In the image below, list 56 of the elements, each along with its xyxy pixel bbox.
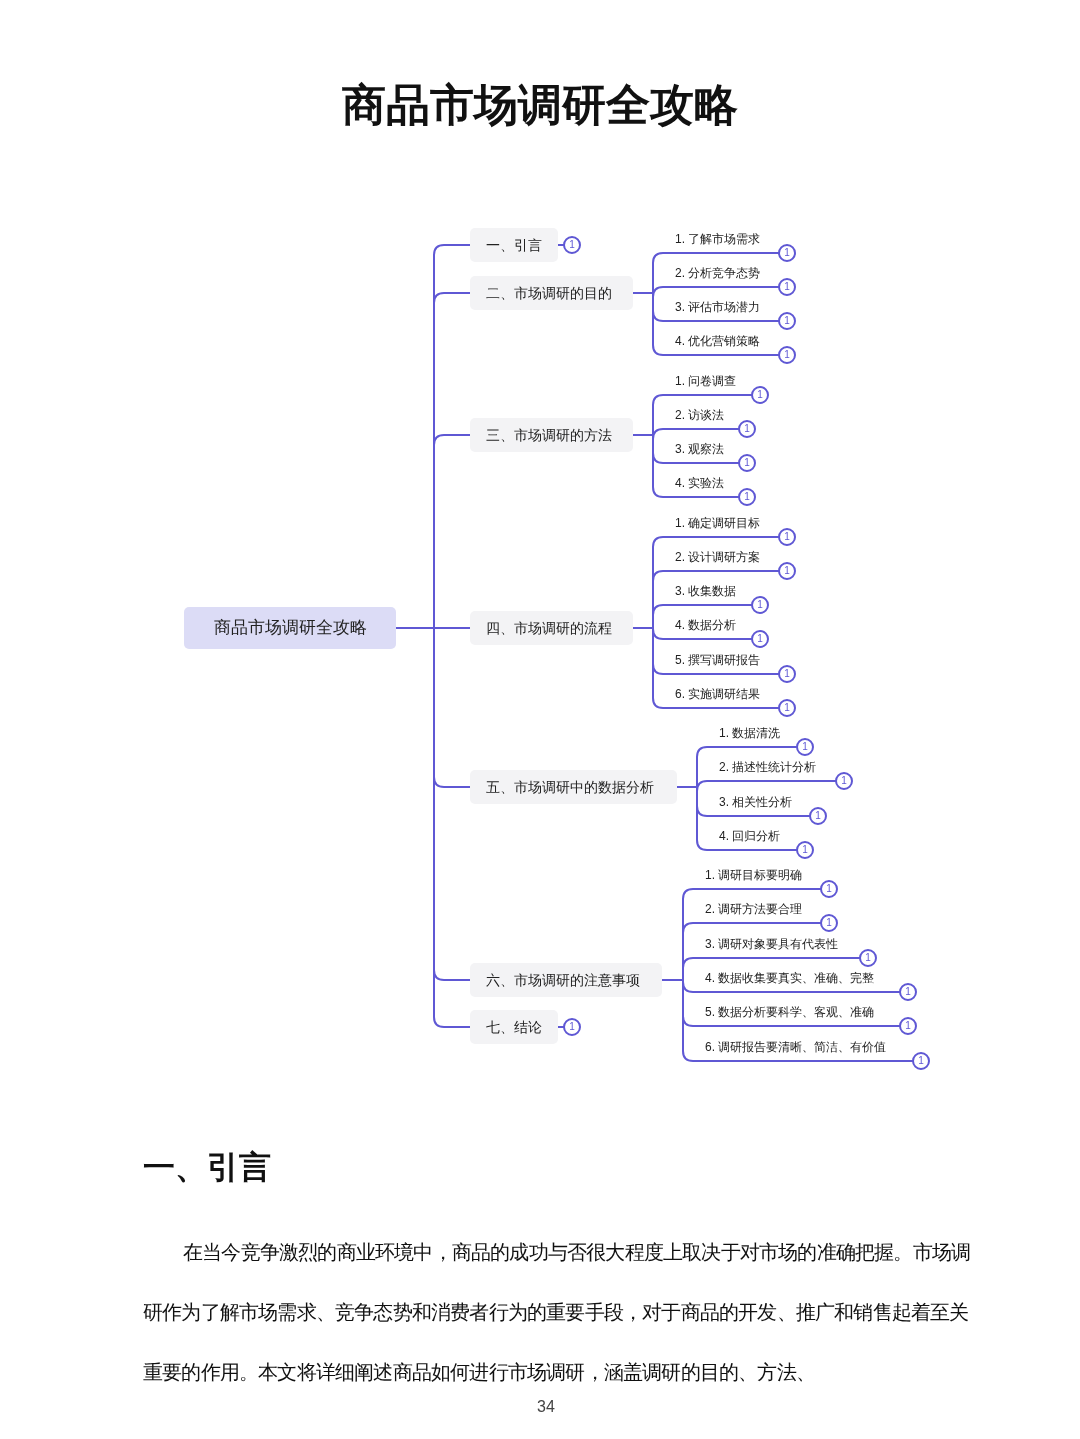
page-number: 34 [536,1398,556,1416]
topic-box: 一、引言 [470,228,558,262]
count-badge: 1 [777,243,797,263]
subtopic-item: 2. 调研方法要合理 [693,899,821,924]
subtopic-item: 2. 分析竞争态势 [663,263,779,288]
count-badge: 1 [898,982,918,1002]
subtopic-item: 3. 相关性分析 [707,792,810,817]
count-badge: 1 [858,948,878,968]
connector-line [632,434,664,498]
topic-box: 三、市场调研的方法 [470,418,633,452]
count-badge: 1 [911,1051,931,1071]
connector-line [632,292,664,356]
count-badge: 1 [834,771,854,791]
subtopic-item: 6. 实施调研结果 [663,684,779,709]
topic-box: 四、市场调研的流程 [470,611,633,645]
count-badge: 1 [750,629,770,649]
subtopic-item: 3. 评估市场潜力 [663,297,779,322]
count-badge: 1 [777,527,797,547]
section-heading: 一、引言 [143,1148,271,1187]
topic-box: 六、市场调研的注意事项 [470,963,662,997]
subtopic-item: 1. 调研目标要明确 [693,865,821,890]
count-badge: 1 [737,453,757,473]
count-badge: 1 [777,664,797,684]
count-badge: 1 [777,311,797,331]
count-badge: 1 [737,419,757,439]
count-badge: 1 [777,277,797,297]
count-badge: 1 [898,1016,918,1036]
count-badge: 1 [819,913,839,933]
topic-box: 七、结论 [470,1010,558,1044]
connector-line [632,627,664,709]
count-badge: 1 [795,840,815,860]
subtopic-item: 1. 确定调研目标 [663,513,779,538]
count-badge: 1 [777,698,797,718]
topic-box: 五、市场调研中的数据分析 [470,770,677,804]
count-badge: 1 [750,385,770,405]
count-badge: 1 [808,806,828,826]
count-badge: 1 [750,595,770,615]
root-topic-box: 商品市场调研全攻略 [184,607,396,649]
connector-line [661,979,694,1062]
subtopic-item: 5. 撰写调研报告 [663,650,779,675]
count-badge: 1 [777,345,797,365]
topic-box: 二、市场调研的目的 [470,276,633,310]
subtopic-item: 3. 调研对象要具有代表性 [693,934,860,959]
subtopic-item: 6. 调研报告要清晰、简洁、有价值 [693,1037,913,1062]
subtopic-item: 2. 设计调研方案 [663,547,779,572]
count-badge: 1 [795,737,815,757]
subtopic-item: 4. 优化营销策略 [663,331,779,356]
count-badge: 1 [777,561,797,581]
subtopic-item: 5. 数据分析要科学、客观、准确 [693,1002,900,1027]
count-badge: 1 [819,879,839,899]
count-badge: 1 [737,487,757,507]
subtopic-item: 1. 了解市场需求 [663,229,779,254]
body-paragraph: 在当今竞争激烈的商业环境中，商品的成功与否很大程度上取决于对市场的准确把握。市场调研作为了解市场需求、竞争态势和消费者行为的重要手段，对于商品的开发、推广和销售起着至关重要的作用。本文将详细阐述商品如何进行市场调研，涵盖调研的目的、方法、 [143,1240,972,1385]
title: 商品市场调研全攻略 [341,79,739,131]
subtopic-item: 4. 数据收集要真实、准确、完整 [693,968,900,993]
subtopic-item: 2. 描述性统计分析 [707,757,836,782]
